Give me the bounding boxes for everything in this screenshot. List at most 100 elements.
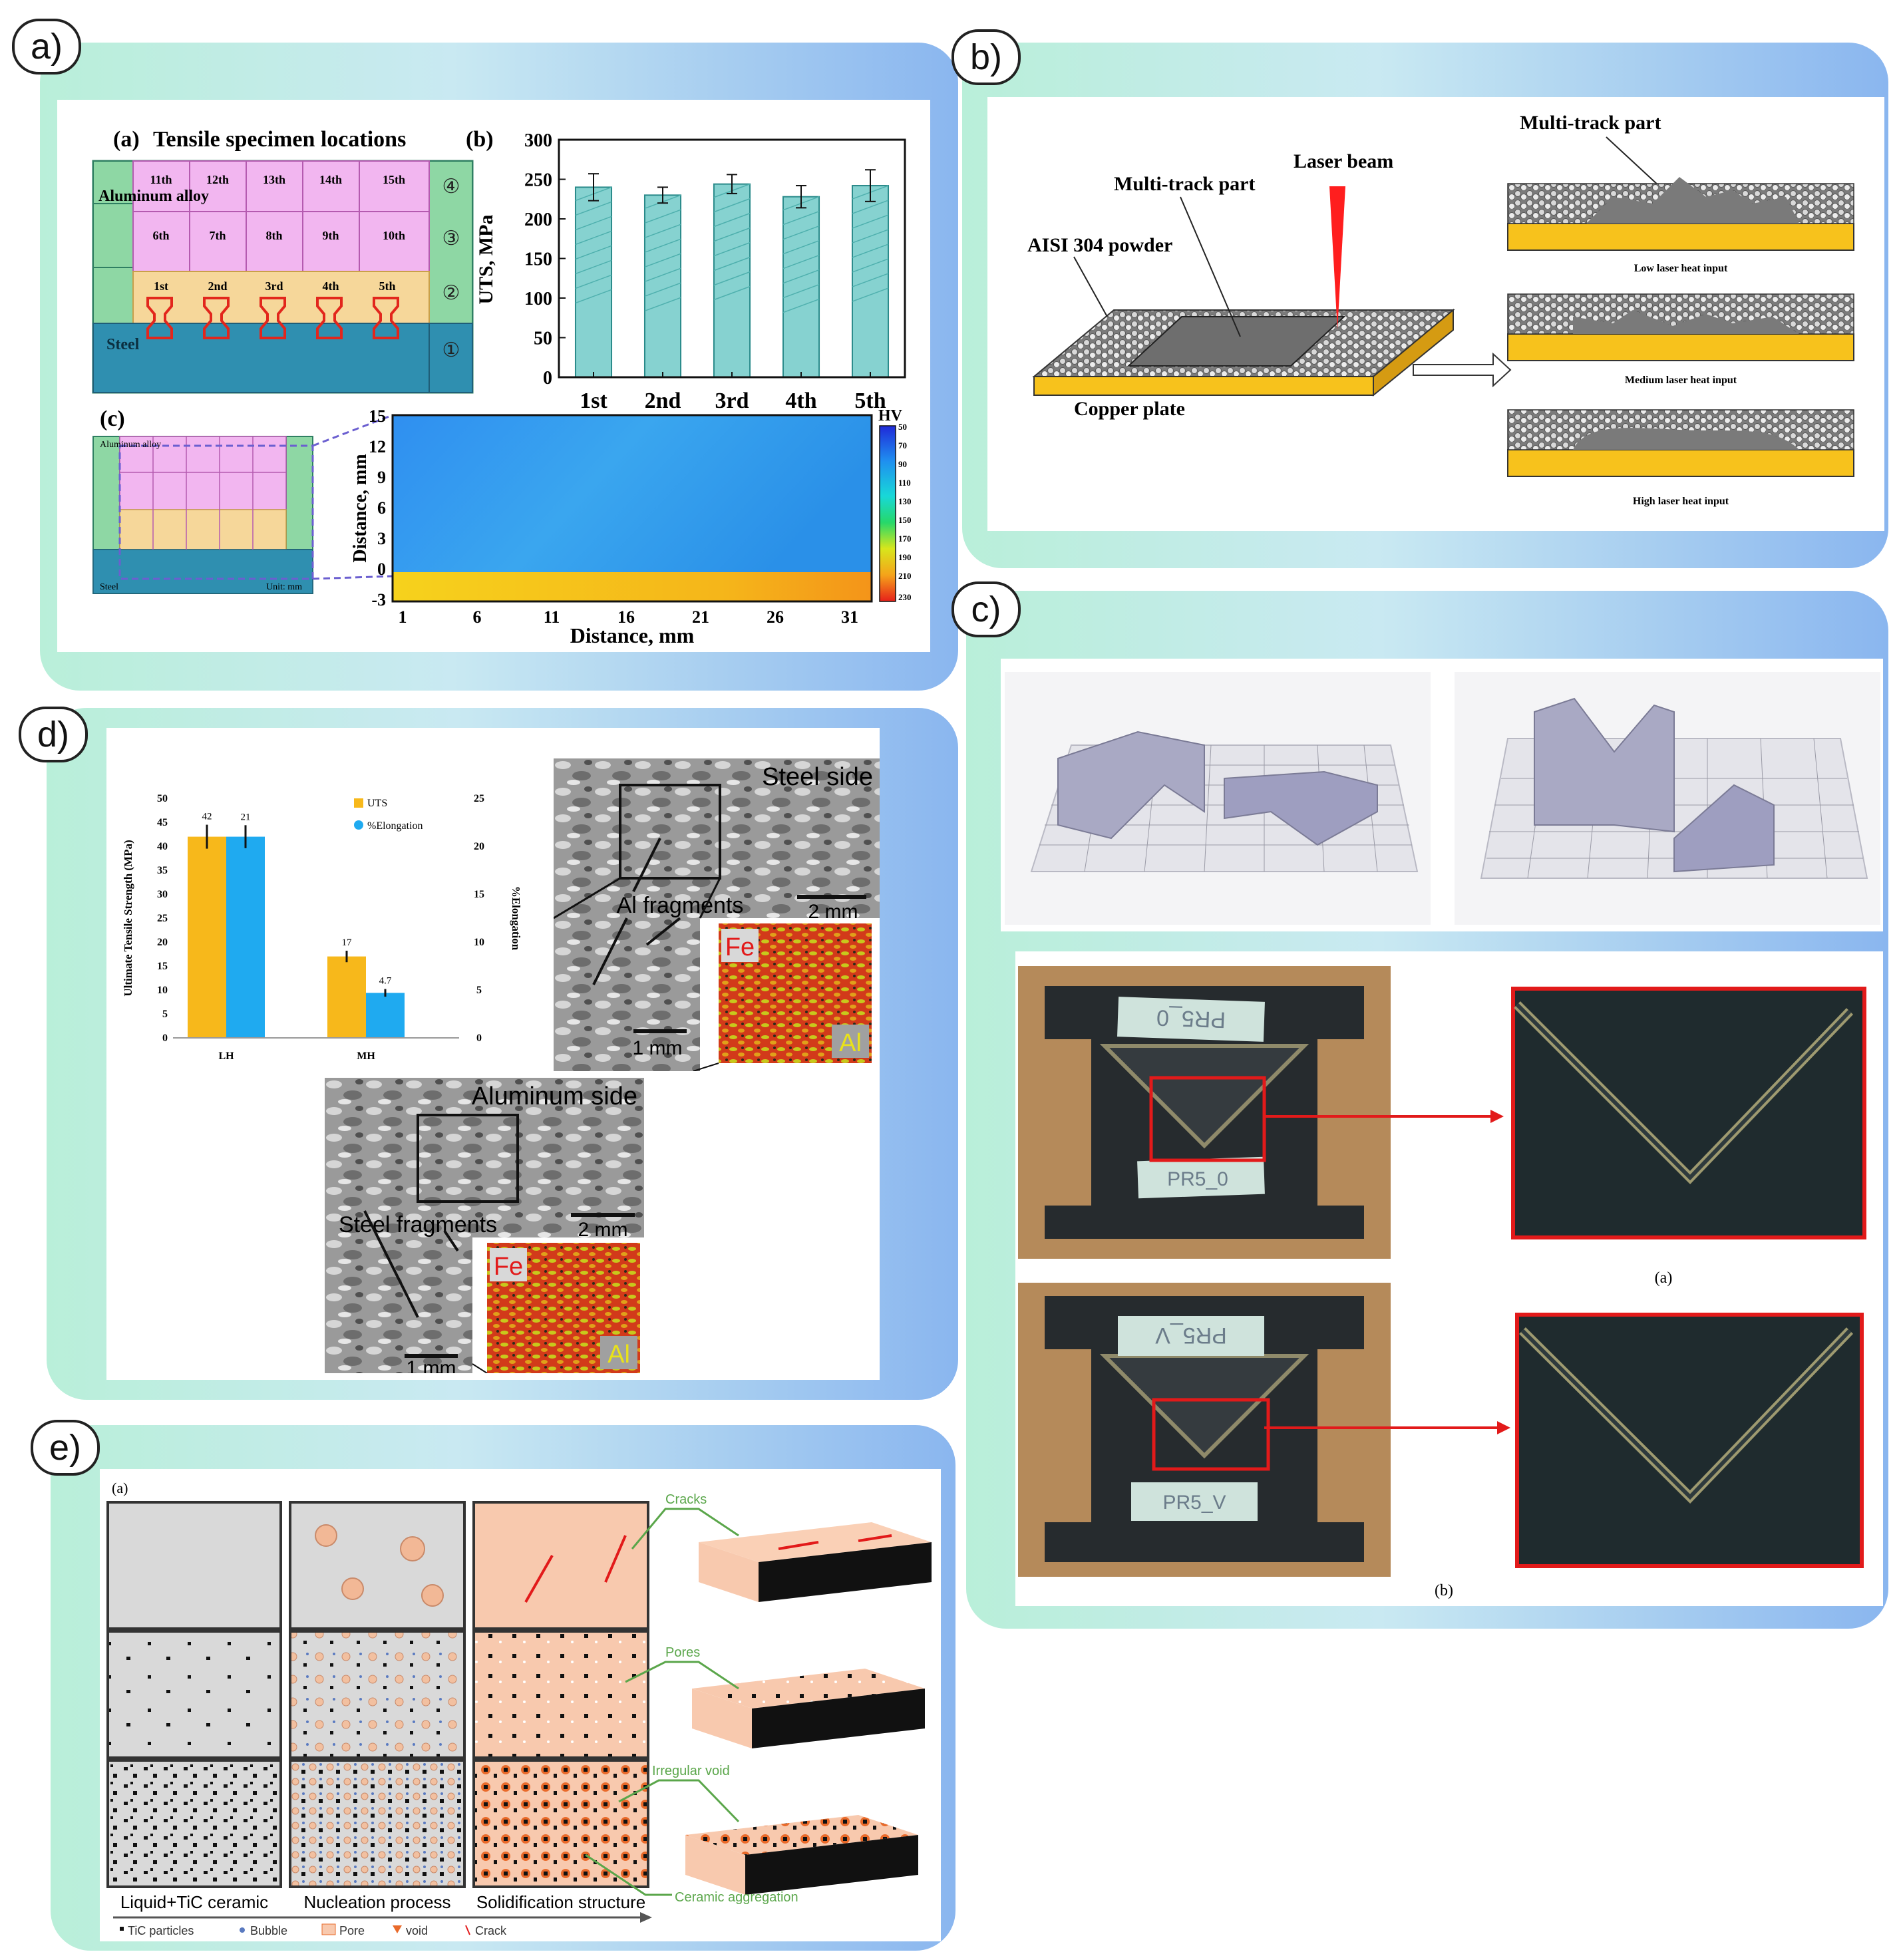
- specimen-location-diagram: (a) Tensile specimen locations 11th 12th…: [92, 127, 474, 394]
- uts-xtick-label: 5th: [854, 389, 886, 413]
- map-ytick: 12: [369, 437, 386, 456]
- multi-track-label: Multi-track part: [1114, 173, 1255, 195]
- uts-bar: [188, 836, 226, 1038]
- cracks-label: Cracks: [665, 1492, 707, 1507]
- spec-2: 2nd: [208, 279, 227, 293]
- laser-process-diagram: Copper plate AISI 304 powder Multi-track…: [1027, 112, 1854, 507]
- legend-tic-swatch: [120, 1927, 124, 1931]
- map-y-label: Distance, mm: [350, 454, 371, 562]
- uts-bar-hatch: [644, 282, 681, 297]
- uts-bar-hatch: [782, 283, 820, 299]
- spec-6: 6th: [152, 229, 169, 242]
- copper-plate-label: Copper plate: [1074, 398, 1185, 420]
- legend-uts: UTS: [367, 798, 387, 809]
- cbar-tick: 190: [898, 552, 912, 562]
- uts-xtick-label: 2nd: [645, 389, 681, 413]
- elongation-bar: [366, 993, 405, 1038]
- al-fragments-label: Al fragments: [617, 893, 744, 918]
- elongation-data-label: 4.7: [379, 976, 392, 987]
- tape-label-1: PR5_0: [1156, 1005, 1226, 1033]
- cbar-tick: 170: [898, 534, 912, 544]
- spec-15: 15th: [383, 173, 405, 186]
- steel-side-label: Steel side: [762, 763, 873, 791]
- cbar-title: HV: [878, 407, 903, 424]
- medium-heat-label: Medium laser heat input: [1625, 375, 1737, 386]
- uts-elong-y-label: Ultimate Tensile Strength (MPa): [122, 840, 134, 996]
- steel-fragments-label: Steel fragments: [339, 1212, 497, 1237]
- map-xtick: 21: [692, 607, 709, 627]
- uts-ytick-label: 200: [524, 210, 552, 230]
- part-render-right: [1455, 672, 1880, 925]
- panel-e-label: e): [31, 1420, 100, 1476]
- uts-ytick-label: 150: [524, 249, 552, 270]
- uts-bar-hatch: [575, 289, 612, 304]
- uts-bar-hatch: [852, 214, 889, 229]
- tape-label-4: PR5_V: [1162, 1492, 1226, 1514]
- uts-bar-hatch: [852, 200, 889, 214]
- ue-ytick-label: 20: [157, 937, 168, 948]
- tic-solidification-schematic: (a) Cracks Pores Irregular void: [106, 1480, 932, 1937]
- cbar-tick: 130: [898, 496, 912, 506]
- map-xtick: 11: [544, 607, 560, 627]
- sub-c-label: (c): [100, 407, 125, 431]
- col3-title: Solidification structure: [476, 1892, 645, 1912]
- spec-14: 14th: [319, 173, 342, 186]
- map-xtick: 31: [841, 607, 858, 627]
- uts-bar-hatch: [852, 244, 889, 258]
- legend-bubble-swatch: [240, 1927, 245, 1933]
- mini-aluminum-label: Aluminum alloy: [100, 440, 161, 450]
- map-xtick: 1: [399, 607, 407, 627]
- uts-axis-label: UTS, MPa: [475, 215, 497, 305]
- uts-ytick-label: 50: [534, 329, 552, 349]
- ue-ytick-label: 45: [157, 817, 168, 828]
- legend-pore-swatch: [321, 1923, 336, 1935]
- ue-ytick-label: 0: [162, 1033, 168, 1044]
- uts-bar: [643, 194, 682, 379]
- multi-track-right-label: Multi-track part: [1520, 112, 1661, 134]
- spec-10: 10th: [383, 229, 405, 242]
- map-x-label: Distance, mm: [570, 623, 695, 647]
- uts-bar-hatch: [575, 216, 612, 231]
- uts-bar-hatch: [852, 229, 889, 244]
- ue-ytick-label: 30: [157, 889, 168, 900]
- zoom-arrows: (a) (b): [1264, 987, 1866, 1599]
- map-ytick: 6: [377, 498, 386, 518]
- ue-ytick-label: 15: [157, 961, 168, 972]
- mini-steel-label: Steel: [100, 582, 118, 592]
- uts-bar: [782, 196, 820, 379]
- uts-ytick-label: 0: [543, 368, 552, 389]
- powder-label: AISI 304 powder: [1027, 234, 1172, 256]
- cbar-tick: 90: [898, 459, 907, 469]
- ue-y2tick-label: 25: [474, 793, 484, 804]
- uts-xtick-label: 1st: [580, 389, 607, 413]
- steel-label: Steel: [106, 336, 140, 353]
- panel-d-label: d): [19, 707, 88, 762]
- zone-3: ③: [442, 228, 460, 249]
- uts-bar-hatch: [713, 271, 751, 286]
- panel-a-label: a): [12, 19, 81, 75]
- hardness-map: (c) Aluminum alloy Steel Unit: mm Distan…: [92, 407, 912, 647]
- cbar-tick: 210: [898, 571, 912, 581]
- cbar-tick: 70: [898, 440, 907, 450]
- uts-bar-hatch: [575, 245, 612, 260]
- ue-y2tick-label: 0: [476, 1033, 482, 1044]
- ue-ytick-label: 50: [157, 793, 168, 804]
- legend-tic: TiC particles: [128, 1924, 194, 1937]
- uts-bar-hatch: [644, 238, 681, 253]
- uts-bar-hatch: [644, 267, 681, 283]
- ue-xtick-label: MH: [357, 1051, 375, 1062]
- legend-elong: %Elongation: [367, 820, 423, 832]
- spec-1: 1st: [154, 279, 168, 293]
- mini-unit-label: Unit: mm: [266, 582, 302, 592]
- uts-bar: [851, 185, 890, 379]
- caption-b: (b): [1435, 1582, 1453, 1599]
- uts-bar-hatch: [782, 225, 820, 240]
- uts-ytick-label: 300: [524, 130, 552, 151]
- steel-side-micrograph: Steel side Al fragments 2 mm 1 mm Fe Al: [554, 758, 880, 1071]
- spec-5: 5th: [379, 279, 395, 293]
- low-heat-label: Low laser heat input: [1634, 263, 1728, 274]
- legend-void-swatch: [393, 1925, 402, 1933]
- mold-photo-bottom: PR5_V PR5_V: [1018, 1283, 1391, 1577]
- uts-bar-hatch: [575, 201, 612, 216]
- map-xtick: 16: [617, 607, 635, 627]
